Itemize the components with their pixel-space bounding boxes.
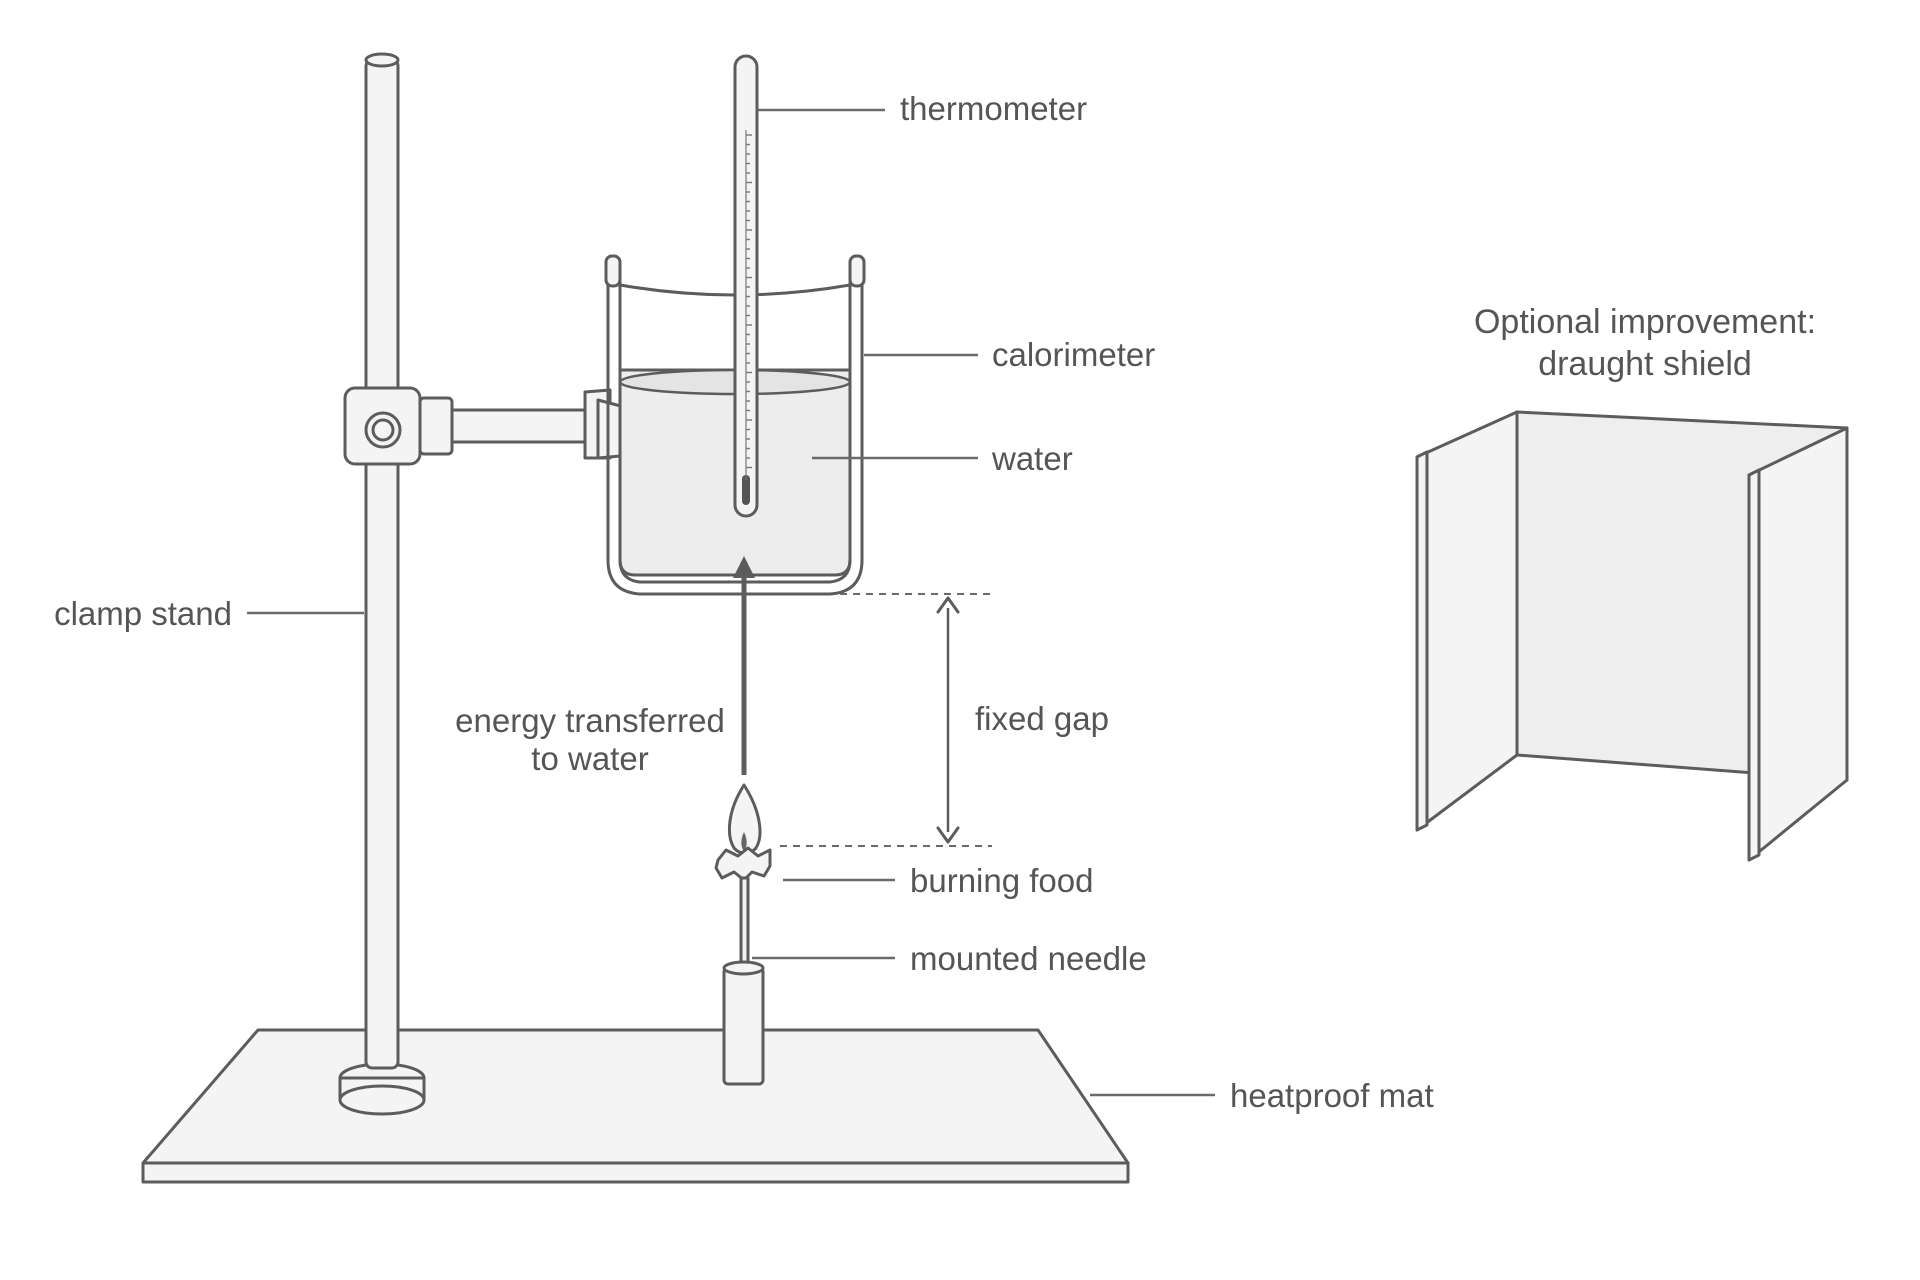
clamp-stand: [338, 52, 426, 1116]
label-thermometer: thermometer: [900, 90, 1087, 127]
label-mounted-needle: mounted needle: [910, 940, 1147, 977]
energy-arrow: [733, 556, 755, 775]
thermometer-scale: [745, 130, 752, 480]
label-heatproof-mat: heatproof mat: [1230, 1077, 1434, 1114]
label-fixed-gap: fixed gap: [975, 700, 1109, 737]
label-clamp-stand: clamp stand: [54, 595, 232, 632]
label-water: water: [991, 440, 1073, 477]
burning-food: [714, 846, 772, 882]
fixed-gap-dimension: [780, 593, 992, 847]
draught-shield: [1415, 410, 1849, 862]
inset-title-line2: draught shield: [1538, 345, 1752, 383]
leader-lines: [247, 108, 1215, 1097]
mounted-needle: [722, 876, 765, 1086]
heatproof-mat: [141, 1028, 1130, 1184]
label-burning-food: burning food: [910, 862, 1093, 899]
label-energy-line1: energy transferred: [455, 702, 725, 739]
label-calorimeter: calorimeter: [992, 336, 1155, 373]
thermometer: [733, 54, 759, 518]
inset-title-line1: Optional improvement:: [1474, 303, 1816, 341]
boss-clamp: [343, 386, 668, 466]
calorimeter: [604, 254, 866, 596]
flame: [727, 783, 762, 855]
label-energy-line2: to water: [531, 740, 648, 777]
